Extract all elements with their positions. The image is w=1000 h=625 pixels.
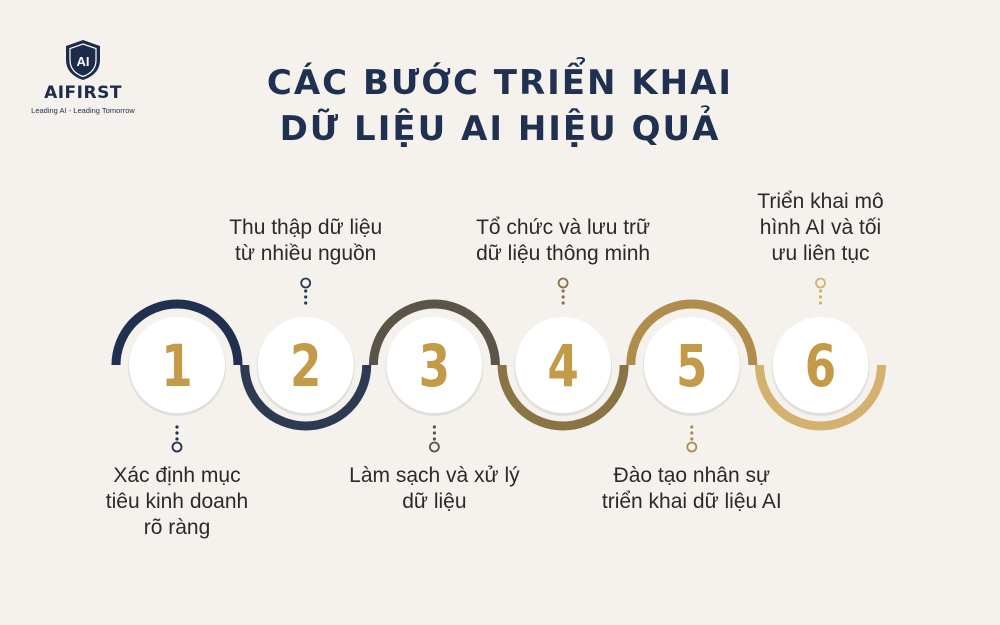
- step-2-label: Thu thập dữ liệu từ nhiều nguồn: [206, 215, 406, 267]
- step-6-label: Triển khai mô hình AI và tối ưu liên tục: [721, 189, 921, 267]
- step-6-number: 6: [805, 334, 836, 401]
- step-label-line: Làm sạch và xử lý: [349, 464, 520, 487]
- step-3-number: 3: [419, 334, 450, 401]
- step-4-connector-dot: [561, 289, 565, 293]
- step-label-line: rõ ràng: [143, 516, 211, 539]
- title-line-1: CÁC BƯỚC TRIỂN KHAI: [266, 63, 734, 103]
- step-2-connector-dot: [304, 295, 308, 299]
- step-2-connector-dot: [304, 289, 308, 293]
- step-5-label: Đào tạo nhân sự triển khai dữ liệu AI: [592, 463, 792, 515]
- step-3-circle: [386, 317, 483, 413]
- step-label-line: từ nhiều nguồn: [235, 242, 377, 265]
- step-1-marker: [171, 441, 183, 453]
- step-1-connector-dot: [175, 425, 179, 429]
- page-title: CÁC BƯỚC TRIỂN KHAI DỮ LIỆU AI HIỆU QUẢ: [0, 60, 1000, 152]
- step-1-ring: [111, 299, 243, 366]
- step-6-marker: [815, 277, 826, 289]
- step-2-ring: [240, 364, 372, 431]
- step-4-circle: [515, 317, 612, 413]
- step-2-connector-dot: [304, 301, 308, 305]
- step-6-connector-dot: [818, 301, 823, 305]
- brand-name: AIFIRST: [44, 83, 122, 103]
- step-3-marker: [428, 441, 440, 453]
- step-5-connector-dot: [690, 431, 694, 435]
- step-5-marker: [686, 441, 698, 453]
- step-1-number: 1: [161, 334, 192, 401]
- step-6-connector-dot: [818, 289, 823, 293]
- step-4-connector-dot: [561, 295, 565, 299]
- step-1-label: Xác định mục tiêu kinh doanh rõ ràng: [77, 463, 277, 541]
- step-label-line: ưu liên tục: [771, 242, 870, 265]
- step-label-line: Đào tạo nhân sự: [613, 464, 771, 487]
- step-1-connector-dot: [175, 437, 179, 441]
- step-label-line: dữ liệu: [402, 490, 467, 513]
- step-6-circle: [772, 317, 869, 413]
- brand-logo: AI AIFIRST Leading AI - Leading Tomorrow: [28, 38, 138, 115]
- step-3-connector-dot: [432, 437, 436, 441]
- step-4-marker: [557, 277, 569, 289]
- step-5-circle: [643, 317, 740, 413]
- step-3-ring: [368, 299, 500, 366]
- step-4-connector-dot: [561, 301, 565, 305]
- title-line-2: DỮ LIỆU AI HIỆU QUẢ: [279, 109, 721, 149]
- step-label-line: Xác định mục: [113, 464, 241, 487]
- step-3-label: Làm sạch và xử lý dữ liệu: [334, 463, 534, 515]
- logo-mark-text: AI: [77, 54, 90, 69]
- step-4-ring: [497, 364, 629, 431]
- step-2-circle: [257, 317, 354, 413]
- step-4-label: Tổ chức và lưu trữ dữ liệu thông minh: [463, 215, 663, 267]
- shield-icon: AI: [66, 40, 100, 80]
- step-label-line: Thu thập dữ liệu: [229, 216, 383, 239]
- step-6-connector-dot: [818, 295, 823, 299]
- step-2-number: 2: [290, 334, 321, 401]
- step-3-connector-dot: [432, 425, 436, 429]
- step-label-line: hình AI và tối: [759, 216, 882, 239]
- step-5-connector-dot: [690, 425, 694, 429]
- step-5-connector-dot: [690, 437, 694, 441]
- step-label-line: dữ liệu thông minh: [476, 242, 651, 265]
- step-label-line: Triển khai mô: [757, 190, 884, 213]
- step-label-line: tiêu kinh doanh: [105, 490, 249, 513]
- step-3-connector-dot: [432, 431, 436, 435]
- step-1-circle: [129, 317, 225, 413]
- step-1-connector-dot: [175, 431, 179, 435]
- step-label-line: Tổ chức và lưu trữ: [476, 216, 651, 239]
- step-4-number: 4: [547, 334, 578, 401]
- step-5-ring: [626, 299, 758, 366]
- step-label-line: triển khai dữ liệu AI: [601, 490, 782, 513]
- step-5-number: 5: [676, 334, 707, 401]
- brand-tagline: Leading AI - Leading Tomorrow: [31, 106, 135, 115]
- step-6-ring: [755, 364, 886, 431]
- step-2-marker: [300, 277, 312, 289]
